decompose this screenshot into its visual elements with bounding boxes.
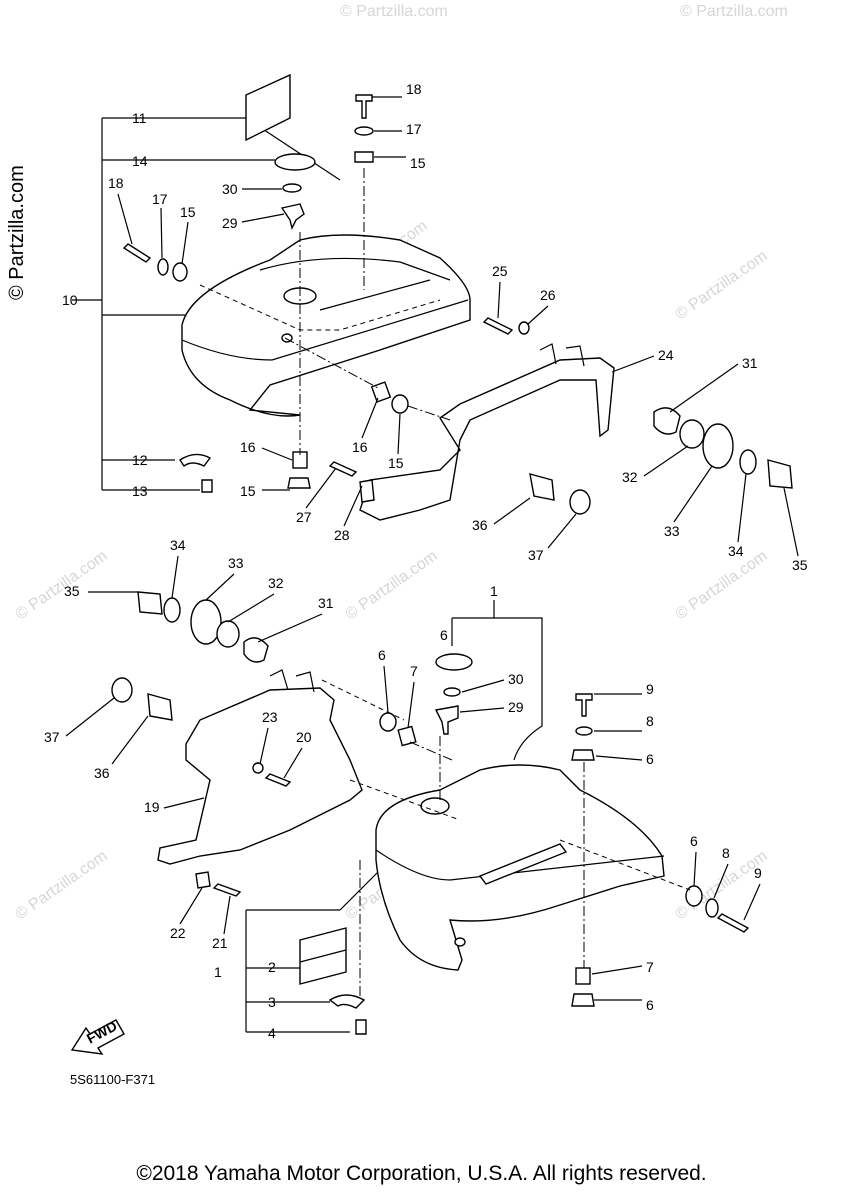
callout: 9: [646, 681, 654, 697]
callout: 1: [490, 583, 498, 599]
bracket-19: [157, 687, 363, 865]
callout: 16: [240, 439, 256, 455]
callout: 4: [268, 1025, 276, 1041]
callout: 28: [334, 527, 350, 543]
callout: 13: [132, 483, 148, 499]
fwd-arrow-icon: FWD: [70, 1018, 125, 1055]
callout: 35: [792, 557, 808, 573]
callout: 29: [222, 215, 238, 231]
callout: 16: [352, 439, 368, 455]
lid-cap-5: [435, 653, 473, 671]
callout: 1: [214, 964, 222, 980]
callout: 8: [646, 713, 654, 729]
callout: 29: [508, 699, 524, 715]
callout: 7: [646, 959, 654, 975]
callout: 9: [754, 865, 762, 881]
diagram-code: 5S61100-F371: [70, 1072, 156, 1087]
callout: 31: [742, 355, 758, 371]
callout: 18: [108, 175, 124, 191]
callout: 36: [94, 765, 110, 781]
callout: 20: [296, 729, 312, 745]
callout: 15: [240, 483, 256, 499]
callout: 36: [472, 517, 488, 533]
lid-cap-14: [274, 153, 316, 171]
callout: 17: [406, 121, 422, 137]
callout: 22: [170, 925, 186, 941]
label-sheet-11: [245, 73, 291, 142]
watermark: © Partzilla.com: [673, 548, 771, 624]
callout: 10: [62, 292, 78, 308]
watermark: © Partzilla.com: [13, 548, 111, 624]
callout: 6: [690, 833, 698, 849]
grommet-31: [653, 407, 681, 435]
watermark: © Partzilla.com: [673, 248, 771, 324]
copyright-notice: ©2018 Yamaha Motor Corporation, U.S.A. A…: [136, 1162, 707, 1185]
callout: 30: [508, 671, 524, 687]
callout: 26: [540, 287, 556, 303]
callout: 8: [722, 845, 730, 861]
callout: 33: [228, 555, 244, 571]
callout: 14: [132, 153, 148, 169]
callout: 15: [388, 455, 404, 471]
callout: 6: [440, 627, 448, 643]
callout: 32: [268, 575, 284, 591]
callout: 19: [144, 799, 160, 815]
callout: 31: [318, 595, 334, 611]
callout: 27: [296, 509, 312, 525]
callout: 21: [212, 935, 228, 951]
callout: 24: [658, 347, 674, 363]
callout-labels: 18 17 15 11 14 30 29 18 17 15 10 12 13 1…: [44, 81, 808, 1041]
callout: 33: [664, 523, 680, 539]
callout: 11: [132, 110, 147, 126]
watermark: © Partzilla.com: [13, 848, 111, 924]
watermark: © Partzilla.com: [343, 548, 441, 624]
callout: 32: [622, 469, 638, 485]
lower-assembly: [111, 591, 750, 1035]
callout: 37: [528, 547, 544, 563]
callout: 6: [646, 751, 654, 767]
upper-assembly: [72, 73, 793, 521]
callout: 34: [728, 543, 744, 559]
callout: 23: [262, 709, 278, 725]
callout: 25: [492, 263, 508, 279]
callout: 6: [378, 647, 386, 663]
watermark: © Partzilla.com: [680, 3, 788, 20]
callout: 15: [180, 204, 196, 220]
watermark: © Partzilla.com: [340, 3, 448, 20]
callout: 17: [152, 191, 168, 207]
callout: 37: [44, 729, 60, 745]
callout: 2: [268, 959, 276, 975]
callout: 6: [646, 997, 654, 1013]
callout: 7: [410, 663, 418, 679]
callout: 15: [410, 155, 426, 171]
callout: 12: [132, 452, 148, 468]
side-watermark: © Partzilla.com: [6, 165, 28, 300]
callout: 35: [64, 583, 80, 599]
callout: 34: [170, 537, 186, 553]
saddlebag-upper: [181, 234, 471, 417]
callout: 30: [222, 181, 238, 197]
callout: 18: [406, 81, 422, 97]
callout: 3: [268, 994, 276, 1010]
